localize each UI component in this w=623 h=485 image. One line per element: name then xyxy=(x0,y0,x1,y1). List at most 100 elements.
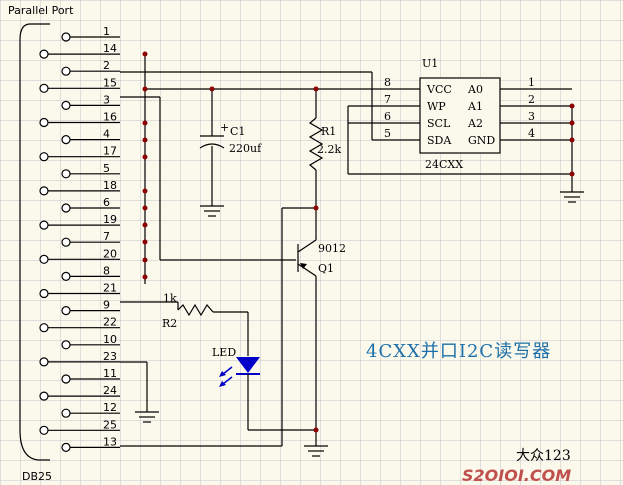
c1-plate-bottom xyxy=(199,143,225,149)
db25-connector: Parallel Port 11421531641751861972082192… xyxy=(8,4,120,483)
pin-10-number: 10 xyxy=(103,333,117,346)
pin-2-hole xyxy=(61,66,71,76)
led-d1: LED xyxy=(212,312,260,430)
ic-pin-name: GND xyxy=(468,134,495,147)
pin-17-number: 17 xyxy=(103,145,117,158)
junction-dot xyxy=(142,51,148,57)
db25-label: DB25 xyxy=(22,470,52,483)
pin-23-number: 23 xyxy=(103,350,117,363)
pin-6-hole xyxy=(61,203,71,213)
wiring xyxy=(120,54,420,447)
pin-21-hole xyxy=(39,288,49,299)
junction-dot xyxy=(142,188,148,194)
pin-24-number: 24 xyxy=(103,384,117,397)
pin-2-number: 2 xyxy=(103,59,110,72)
ic-pin-number: 4 xyxy=(528,127,535,140)
ic-pin-number: 1 xyxy=(528,76,535,89)
author-credit: 大众123 xyxy=(516,448,571,464)
ic-designator: U1 xyxy=(422,57,438,70)
junction-dot xyxy=(313,86,319,92)
pin-16-number: 16 xyxy=(103,111,117,124)
r1-value: 2.2k xyxy=(317,143,341,156)
pin-24-hole xyxy=(39,391,49,401)
pin-13-number: 13 xyxy=(103,435,117,448)
pin-8-hole xyxy=(61,271,71,281)
pin-19-number: 19 xyxy=(103,213,117,226)
ic-body xyxy=(419,77,501,154)
ic-pin-number: 7 xyxy=(384,93,391,106)
q1-collector xyxy=(297,239,317,253)
pin-21-number: 21 xyxy=(103,282,117,295)
pin-19-hole xyxy=(39,220,49,230)
resistor-r2: 1k R2 xyxy=(162,292,248,330)
circuit-title: 4CXX并口I2C读写器 xyxy=(366,341,551,362)
pin-6-number: 6 xyxy=(103,196,110,209)
pin-3-hole xyxy=(61,100,71,111)
ic-pin-number: 6 xyxy=(384,110,391,123)
pin-12-hole xyxy=(61,408,71,418)
pin-16-hole xyxy=(39,117,49,128)
ic-part: 24CXX xyxy=(425,158,463,171)
ic-pin-number: 8 xyxy=(384,76,391,89)
pin-7-number: 7 xyxy=(103,230,110,243)
junction-dot xyxy=(209,86,215,92)
pin-11-hole xyxy=(61,374,71,384)
parallel-port-label: Parallel Port xyxy=(8,4,74,17)
junction-dot xyxy=(142,274,148,280)
pin-23-hole xyxy=(39,357,49,367)
led-ray-1-head xyxy=(219,371,226,377)
pin-18-hole xyxy=(39,186,49,196)
junction-dot xyxy=(142,205,148,211)
junction-dot xyxy=(142,257,148,263)
r1-designator: R1 xyxy=(321,125,336,138)
ic-pin-name: VCC xyxy=(426,83,452,96)
r2-zigzag xyxy=(177,303,214,317)
r2-value: 1k xyxy=(163,292,177,305)
junction-dot xyxy=(569,171,575,177)
junction-dot xyxy=(569,120,575,126)
pin-5-hole xyxy=(61,169,71,179)
pin-18-number: 18 xyxy=(103,179,117,192)
q1-emitter xyxy=(297,263,317,277)
junction-dot xyxy=(142,137,148,143)
junction-dot xyxy=(313,427,319,433)
pin-14-number: 14 xyxy=(103,42,117,55)
junction-dot xyxy=(142,120,148,126)
pin-1-hole xyxy=(61,32,71,42)
q1-emitter-arrow xyxy=(300,263,307,269)
watermark: S2OIOI.COM xyxy=(462,466,571,485)
pin-25-number: 25 xyxy=(103,418,117,431)
ic-pin-number: 5 xyxy=(384,127,391,140)
q1-designator: Q1 xyxy=(318,262,334,275)
junction-dot xyxy=(313,205,319,211)
pin-20-hole xyxy=(39,254,49,264)
pin-10-hole xyxy=(61,340,71,350)
pin-14-hole xyxy=(39,49,49,59)
junction-dot xyxy=(142,86,148,92)
pin-3-number: 3 xyxy=(103,93,110,106)
pin-13-hole xyxy=(61,442,71,452)
ground-symbols xyxy=(135,176,584,457)
c1-designator: C1 xyxy=(230,125,245,138)
pin-9-hole xyxy=(61,306,71,316)
pin-15-number: 15 xyxy=(103,76,117,89)
r2-designator: R2 xyxy=(162,317,177,330)
pin-17-hole xyxy=(39,152,49,162)
ic-pin-name: A0 xyxy=(467,83,483,96)
junction-dot xyxy=(142,154,148,160)
pin-5-number: 5 xyxy=(103,162,110,175)
r1-zigzag xyxy=(308,117,324,171)
connector-pins: 1142153164175186197208219221023112412251… xyxy=(39,25,120,452)
capacitor-c1: + C1 220uf xyxy=(199,89,262,206)
ic-pin-name: SCL xyxy=(427,117,451,130)
pin-12-number: 12 xyxy=(103,401,117,414)
c1-polarity: + xyxy=(220,121,229,134)
q1-part: 9012 xyxy=(318,242,346,255)
pin-11-number: 11 xyxy=(103,367,117,380)
ic-pin-number: 2 xyxy=(528,93,535,106)
ic-pin-name: A1 xyxy=(467,100,483,113)
led-label: LED xyxy=(212,346,236,359)
resistor-r1: R1 2.2k xyxy=(308,89,341,208)
